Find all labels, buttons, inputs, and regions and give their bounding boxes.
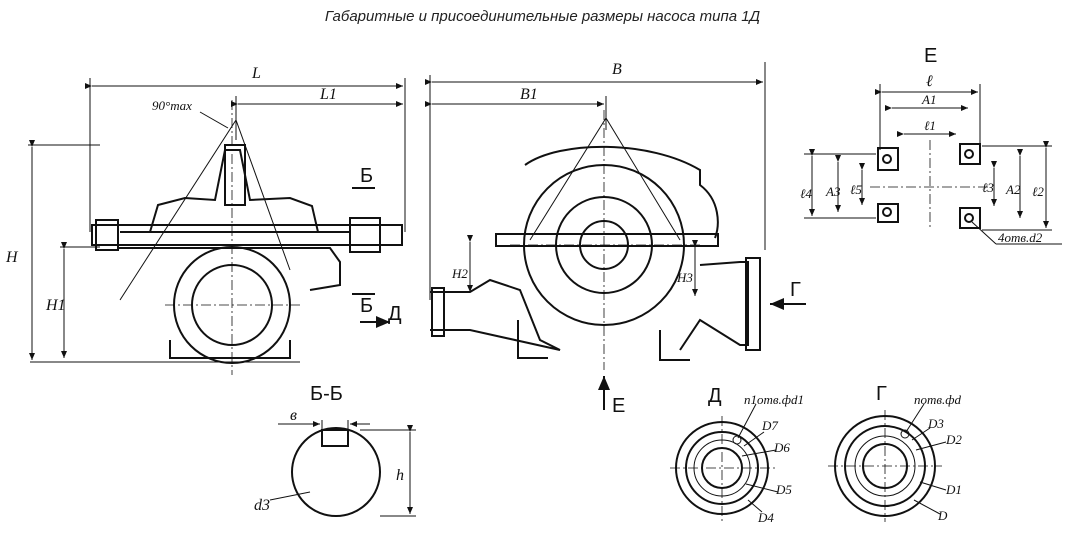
holes-g-label: nотв.фd bbox=[914, 392, 962, 407]
dim-D1: D1 bbox=[945, 482, 962, 497]
dim-l2: ℓ2 bbox=[1032, 184, 1044, 199]
drawing-title: Габаритные и присоединительные размеры н… bbox=[324, 8, 761, 25]
dim-D3: D3 bbox=[927, 416, 944, 431]
dim-B: B bbox=[612, 61, 622, 78]
dim-L: L bbox=[251, 65, 261, 82]
dim-L1: L1 bbox=[319, 86, 337, 103]
front-view: L L1 90°max H H1 Б bbox=[5, 65, 406, 375]
dim-l: ℓ bbox=[926, 73, 933, 90]
holes-e-label: 4отв.d2 bbox=[998, 230, 1043, 245]
view-d: Д n1отв.фd1 D7 D6 D5 D4 bbox=[670, 385, 804, 525]
arrow-e: Е bbox=[612, 395, 625, 417]
side-view: B B1 H2 H3 Г Е bbox=[425, 61, 806, 417]
cut-b-top: Б bbox=[360, 165, 373, 187]
section-bb: Б-Б в h d3 bbox=[254, 383, 416, 517]
dim-H1: H1 bbox=[45, 297, 66, 314]
arrow-g: Г bbox=[790, 279, 801, 301]
dim-A2: A2 bbox=[1005, 182, 1021, 197]
dim-D6: D6 bbox=[773, 440, 790, 455]
section-bb-title: Б-Б bbox=[310, 383, 343, 405]
holes-d-label: n1отв.фd1 bbox=[744, 392, 804, 407]
dim-b: в bbox=[290, 407, 297, 424]
view-e: Е ℓ A1 ℓ1 ℓ4 A3 ℓ5 ℓ2 bbox=[800, 45, 1062, 245]
dim-H2: H2 bbox=[451, 266, 468, 281]
view-g: Г nотв.фd D3 D2 D1 D bbox=[828, 383, 962, 523]
dim-A3: A3 bbox=[825, 184, 841, 199]
dim-l1: ℓ1 bbox=[924, 118, 936, 133]
dim-D: D bbox=[937, 508, 948, 523]
dim-angle: 90°max bbox=[152, 98, 192, 113]
dim-D5: D5 bbox=[775, 482, 792, 497]
dim-D4: D4 bbox=[757, 510, 774, 525]
view-d-title: Д bbox=[708, 385, 722, 407]
dim-A1: A1 bbox=[921, 92, 936, 107]
dim-B1: B1 bbox=[520, 86, 538, 103]
dim-D2: D2 bbox=[945, 432, 962, 447]
arrow-d: Д bbox=[388, 303, 402, 325]
view-e-title: Е bbox=[924, 45, 937, 67]
dim-H3: H3 bbox=[676, 270, 693, 285]
cut-b-bottom: Б bbox=[360, 295, 373, 317]
dim-l4: ℓ4 bbox=[800, 186, 812, 201]
dim-l5: ℓ5 bbox=[850, 182, 862, 197]
view-g-title: Г bbox=[876, 383, 887, 405]
dim-d3: d3 bbox=[254, 497, 270, 514]
dim-l3: ℓ3 bbox=[982, 180, 994, 195]
dim-D7: D7 bbox=[761, 418, 778, 433]
dim-H: H bbox=[5, 249, 19, 266]
dim-h: h bbox=[396, 467, 404, 484]
